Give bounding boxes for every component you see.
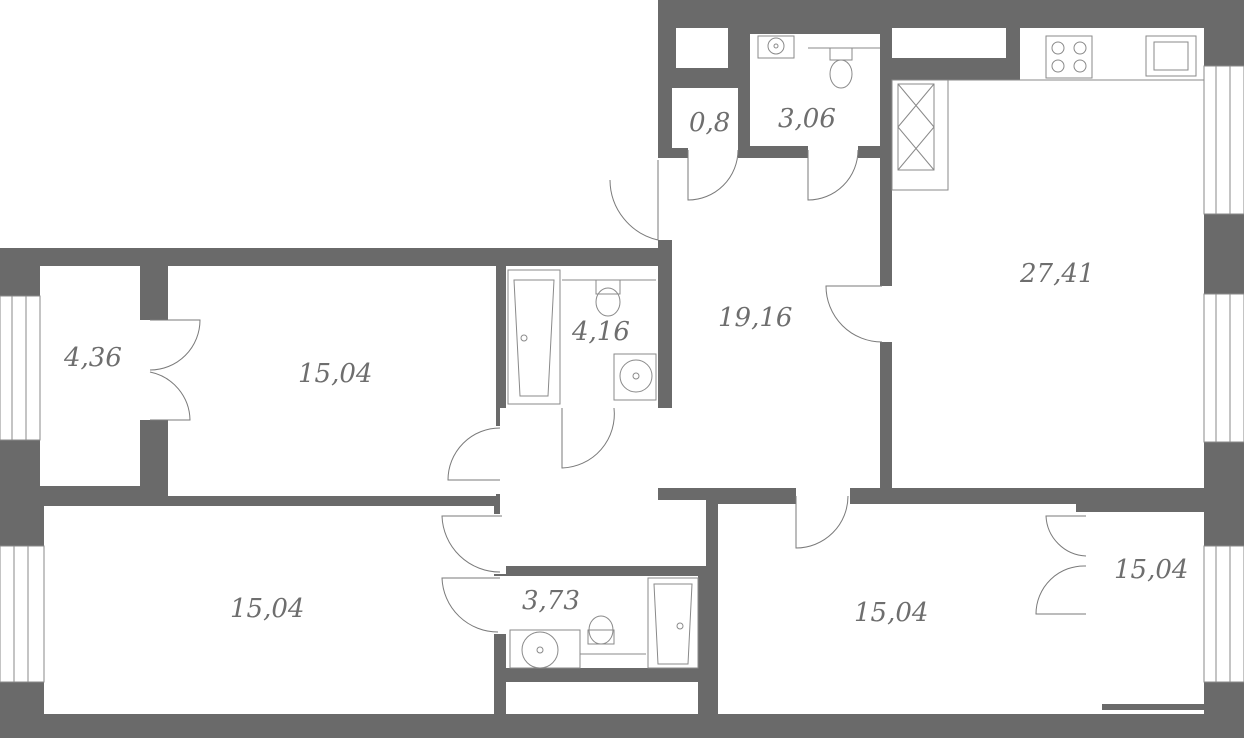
window	[1203, 545, 1244, 683]
windows	[0, 65, 1244, 683]
window	[0, 545, 45, 683]
room-closet-top	[676, 28, 728, 68]
doors	[138, 144, 1090, 634]
sink-icon	[757, 35, 795, 59]
area-label-wc-top: 3,06	[778, 104, 836, 134]
area-label-storage: 0,8	[689, 108, 730, 138]
room-bedroom-bottom-right	[718, 504, 1204, 714]
window	[1203, 293, 1244, 443]
area-label-dressing-right: 15,04	[1114, 555, 1188, 585]
room-bedroom-bottom-left	[44, 506, 494, 714]
area-label-hall: 19,16	[718, 303, 792, 333]
area-label-bedroom-top-left: 15,04	[298, 359, 372, 389]
area-labels: 0,8 3,06 27,41 4,36 15,04 4,16 19,16 15,…	[63, 104, 1188, 628]
area-label-bathroom-bottom: 3,73	[522, 586, 580, 616]
stove-icon	[1045, 35, 1093, 79]
area-label-bathroom-middle: 4,16	[571, 317, 630, 347]
fridge-icon	[897, 83, 935, 171]
area-label-dressing-left: 4,36	[63, 343, 122, 373]
window	[0, 295, 41, 441]
room-closet-bottom	[506, 682, 698, 714]
window	[1203, 65, 1244, 215]
sink-icon	[509, 629, 581, 669]
room-kitchen-living	[892, 28, 1204, 488]
room-dressing-left	[40, 266, 140, 486]
room-storage	[672, 88, 738, 148]
room-hall	[500, 158, 880, 566]
area-label-bedroom-bottom-left: 15,04	[230, 594, 304, 624]
bathtub-icon	[507, 269, 561, 405]
fixtures	[507, 35, 1204, 669]
rooms	[40, 28, 1204, 714]
room-top-strip	[892, 28, 1006, 58]
toilet-icon	[595, 279, 621, 295]
room-bedroom-top-left	[168, 266, 496, 496]
toilet-icon	[587, 629, 615, 645]
area-label-bedroom-bottom-right: 15,04	[854, 598, 928, 628]
toilet-icon	[829, 47, 853, 61]
area-label-kitchen-living: 27,41	[1019, 259, 1094, 289]
room-dressing-right	[1088, 512, 1204, 704]
